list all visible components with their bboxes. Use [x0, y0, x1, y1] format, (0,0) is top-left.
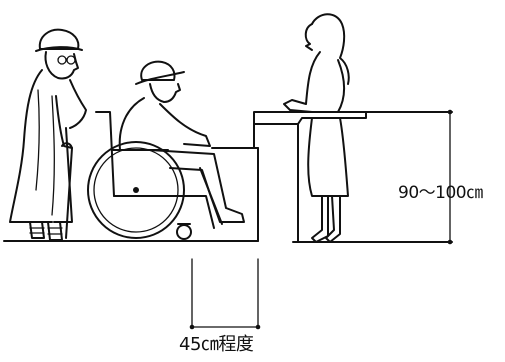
depth-dim-left-dot	[189, 324, 195, 330]
knee-clearance-depth-label: 45㎝程度	[179, 334, 254, 355]
height-dim-bottom-dot	[447, 239, 453, 245]
service-counter	[211, 111, 453, 243]
wheelchair-push-handle	[95, 111, 115, 197]
counter-height-label: 90～100㎝	[398, 183, 483, 203]
staff-leg-left	[311, 195, 329, 243]
elderly-glasses-right	[66, 55, 76, 65]
elderly-coat-fold-1	[35, 89, 40, 191]
staff-woman-figure	[283, 13, 350, 243]
wheelchair-user-legs	[149, 149, 245, 223]
elderly-cane	[61, 142, 73, 239]
wheelchair-user-figure	[87, 60, 245, 240]
staff-skirt	[307, 117, 349, 197]
wheelchair-leg-strut	[199, 167, 223, 225]
elderly-sock-lines	[29, 227, 63, 235]
elderly-hat	[38, 28, 80, 50]
elderly-coat-front	[69, 79, 87, 129]
elderly-face	[44, 51, 79, 80]
height-dimension	[447, 109, 453, 245]
wheelchair-frame-lower	[113, 195, 215, 229]
staff-face	[304, 23, 313, 51]
wheelchair-caster	[176, 224, 192, 240]
wheelchair-hub	[133, 187, 139, 193]
staff-hair-back	[311, 13, 350, 85]
depth-dim-right-dot	[255, 324, 261, 330]
wheelchair-user-hat-brim	[135, 71, 185, 85]
wheelchair-hand-rim	[93, 147, 179, 233]
wheelchair-main-wheel	[87, 141, 185, 239]
staff-leg-right	[325, 195, 341, 243]
elderly-leg-right	[47, 221, 63, 241]
elderly-coat-back	[9, 69, 53, 223]
elderly-glasses-left	[57, 55, 67, 65]
height-dim-top-dot	[447, 109, 453, 115]
staff-back	[337, 59, 345, 113]
elderly-arm	[55, 95, 73, 149]
depth-dimension	[189, 258, 261, 330]
elderly-person-figure	[9, 28, 87, 241]
wheelchair-user-hat	[140, 60, 176, 81]
staff-torso-arm	[283, 51, 321, 113]
elderly-leg-left	[29, 221, 45, 239]
elderly-hat-brim	[35, 46, 83, 52]
elderly-coat-fold-2	[51, 95, 55, 216]
wheelchair-user-arm	[159, 103, 211, 147]
wheelchair-user-face	[149, 83, 181, 103]
counter-top	[253, 111, 367, 125]
